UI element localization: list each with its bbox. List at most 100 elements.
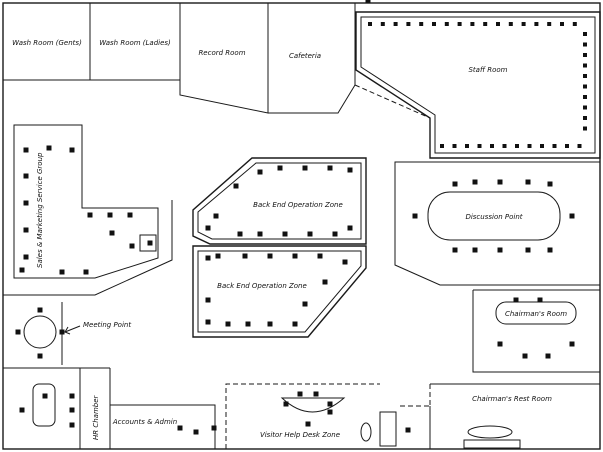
- seat-marker: [465, 144, 469, 148]
- seat-marker: [477, 144, 482, 148]
- seat-marker: [225, 321, 231, 327]
- seat-marker: [23, 173, 29, 179]
- seat-marker: [242, 253, 248, 259]
- seat-marker: [297, 391, 303, 397]
- seat-marker: [572, 22, 577, 26]
- seat-marker: [583, 42, 587, 47]
- seat-marker: [419, 22, 424, 26]
- wash-room-ladies: Wash Room (Ladies): [90, 3, 181, 81]
- seat-marker: [213, 213, 219, 219]
- seat-marker: [583, 95, 587, 99]
- seat-marker: [292, 321, 298, 327]
- chairman-table: [495, 301, 577, 325]
- seat-marker: [307, 231, 313, 237]
- seat-marker: [525, 179, 531, 185]
- corridor-left: [3, 200, 173, 296]
- seat-marker: [211, 425, 217, 431]
- seat-marker: [292, 253, 298, 259]
- back-end-upper-label: Back End Operation Zone: [253, 201, 343, 209]
- seat-marker: [452, 247, 458, 253]
- seat-marker: [583, 105, 587, 110]
- visitor-help-desk-label: Visitor Help Desk Zone: [260, 431, 340, 439]
- seat-marker: [347, 167, 353, 173]
- seat-marker: [547, 181, 553, 187]
- seat-marker: [283, 401, 289, 407]
- seat-marker: [129, 243, 135, 249]
- rest-room-bath: [467, 425, 513, 439]
- discussion-point-label: Discussion Point: [465, 213, 522, 221]
- seat-marker: [277, 165, 283, 171]
- seat-marker: [282, 231, 288, 237]
- seat-marker: [496, 22, 500, 26]
- seat-marker: [583, 32, 587, 36]
- seat-marker: [393, 22, 398, 26]
- wash-room-ladies-label: Wash Room (Ladies): [99, 39, 171, 47]
- seat-marker: [87, 212, 93, 218]
- seat-marker: [380, 22, 385, 26]
- seat-marker: [347, 225, 353, 231]
- seat-marker: [515, 144, 519, 148]
- seat-marker: [560, 22, 564, 26]
- discussion-table: [427, 191, 561, 241]
- seat-marker: [472, 247, 478, 253]
- seat-marker: [313, 391, 319, 397]
- back-end-zone-upper: Back End Operation Zone: [192, 157, 367, 245]
- staff-room: Staff Room: [355, 0, 601, 159]
- seat-marker: [37, 353, 43, 359]
- seat-marker: [365, 0, 371, 3]
- seat-marker: [368, 22, 372, 26]
- seat-marker: [569, 341, 575, 347]
- seat-marker: [432, 22, 436, 26]
- seat-marker: [317, 253, 323, 259]
- cafeteria-label: Cafeteria: [289, 52, 321, 60]
- seat-marker: [37, 307, 43, 313]
- entry-dash-top: [354, 84, 431, 119]
- seat-marker: [583, 53, 587, 57]
- seat-marker: [267, 253, 273, 259]
- seat-marker: [59, 329, 65, 335]
- help-desk-plant: [360, 422, 372, 442]
- seat-marker: [497, 247, 503, 253]
- accounts-admin: Accounts & Admin: [110, 404, 216, 449]
- hr-table: [32, 383, 56, 427]
- record-room-label: Record Room: [198, 49, 245, 57]
- wash-room-gents: Wash Room (Gents): [3, 3, 91, 81]
- seat-marker: [23, 227, 29, 233]
- chairmans-room: Chairman's Room: [472, 289, 600, 373]
- seat-marker: [327, 409, 333, 415]
- seat-marker: [215, 253, 221, 259]
- sales-marketing-zone: Sales & Marketing Service Group: [13, 124, 159, 279]
- seat-marker: [583, 116, 587, 120]
- seat-marker: [497, 341, 503, 347]
- meeting-table: [23, 315, 57, 349]
- seat-marker: [483, 22, 488, 26]
- seat-marker: [513, 297, 519, 303]
- seat-marker: [521, 22, 526, 26]
- seat-marker: [83, 269, 89, 275]
- seat-marker: [23, 254, 29, 260]
- seat-marker: [583, 126, 587, 131]
- seat-marker: [193, 429, 199, 435]
- seat-marker: [457, 22, 462, 26]
- help-desk-counter: [280, 397, 346, 413]
- chairmans-room-label: Chairman's Room: [505, 310, 567, 318]
- seat-marker: [525, 247, 531, 253]
- seat-marker: [412, 213, 418, 219]
- back-end-lower-label: Back End Operation Zone: [217, 282, 307, 290]
- help-desk-cabinet: [379, 411, 397, 447]
- seat-marker: [23, 147, 29, 153]
- seat-marker: [452, 181, 458, 187]
- seat-marker: [15, 329, 21, 335]
- seat-marker: [522, 353, 528, 359]
- seat-marker: [583, 84, 587, 89]
- seat-marker: [46, 145, 52, 151]
- seat-marker: [302, 301, 308, 307]
- seat-marker: [322, 279, 328, 285]
- seat-marker: [205, 319, 211, 325]
- seat-marker: [527, 144, 532, 148]
- seat-marker: [552, 144, 557, 148]
- seat-marker: [577, 144, 582, 148]
- cafeteria: Cafeteria: [268, 3, 356, 114]
- seat-marker: [177, 425, 183, 431]
